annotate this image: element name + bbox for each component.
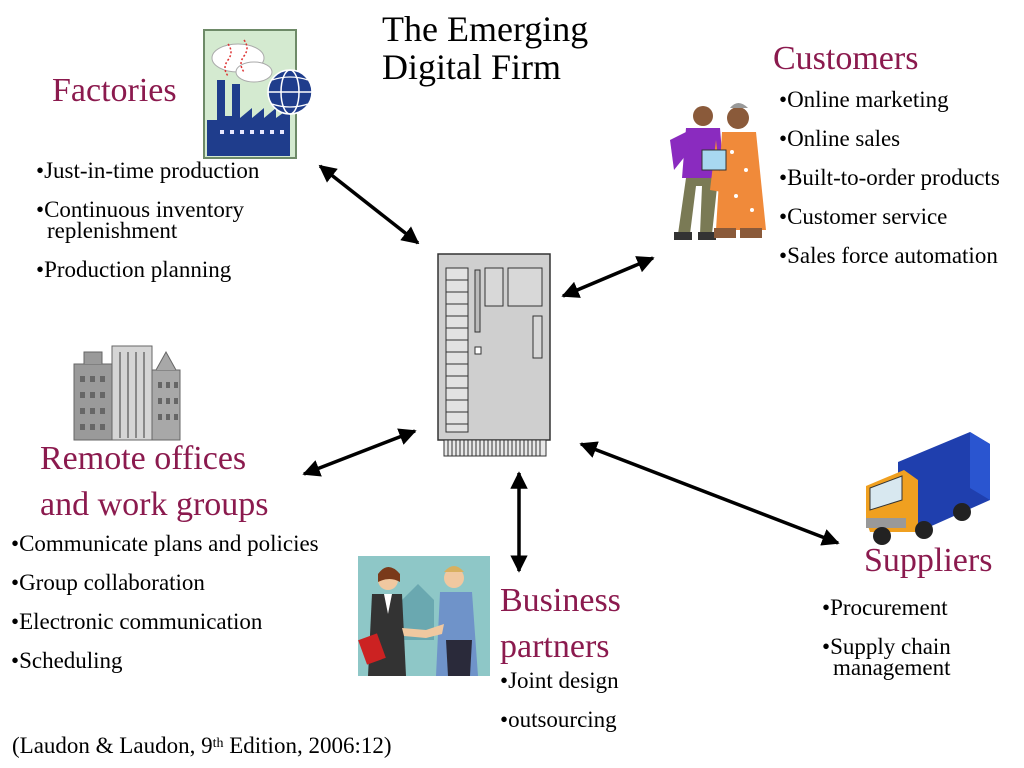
server-icon bbox=[437, 253, 551, 457]
factories-heading: Factories bbox=[52, 72, 177, 109]
suppliers-heading: Suppliers bbox=[864, 542, 993, 579]
factory-icon bbox=[203, 29, 313, 159]
buildings-icon bbox=[73, 345, 181, 441]
remote-offices-heading-line-2: and work groups bbox=[40, 486, 269, 523]
list-item: Sales force automation bbox=[779, 244, 1014, 267]
citation-before: (Laudon & Laudon, 9 bbox=[12, 733, 213, 758]
list-item: Just-in-time production bbox=[36, 159, 326, 182]
remote-offices-heading: Remote offices and work groups bbox=[40, 436, 269, 528]
citation-superscript: th bbox=[212, 736, 224, 751]
business-partners-heading-line-1: Business bbox=[500, 582, 621, 619]
truck-icon bbox=[866, 432, 990, 545]
list-item: Customer service bbox=[779, 205, 1014, 228]
list-item: Procurement bbox=[822, 596, 1012, 619]
list-item: Group collaboration bbox=[11, 571, 331, 594]
business-partners-heading-line-2: partners bbox=[500, 628, 610, 665]
remote-offices-heading-line-1: Remote offices bbox=[40, 440, 247, 477]
list-item: Online marketing bbox=[779, 88, 1014, 111]
list-item: Joint design bbox=[500, 669, 670, 692]
arrow-suppliers bbox=[579, 441, 840, 546]
list-item: Supply chain management bbox=[822, 635, 1012, 679]
customers-heading: Customers bbox=[773, 40, 919, 77]
remote-offices-list: Communicate plans and policies Group col… bbox=[11, 532, 331, 689]
business-partners-list: Joint design outsourcing bbox=[500, 669, 670, 748]
list-item: Online sales bbox=[779, 127, 1014, 150]
arrow-remote bbox=[302, 428, 417, 477]
list-item: outsourcing bbox=[500, 708, 670, 731]
customers-list: Online marketing Online sales Built-to-o… bbox=[779, 88, 1014, 284]
citation: (Laudon & Laudon, 9th Edition, 2006:12) bbox=[12, 732, 392, 760]
arrow-customers bbox=[561, 256, 655, 298]
title-line-1: The Emerging bbox=[382, 9, 589, 49]
list-item: Production planning bbox=[36, 258, 326, 281]
title-line-2: Digital Firm bbox=[382, 47, 561, 87]
page-title: The Emerging Digital Firm bbox=[382, 10, 588, 86]
suppliers-list: Procurement Supply chain management bbox=[822, 596, 1012, 696]
business-partners-heading: Business partners bbox=[500, 578, 621, 670]
list-item: Scheduling bbox=[11, 649, 331, 672]
list-item: Communicate plans and policies bbox=[11, 532, 331, 555]
list-item: Continuous inventory replenishment bbox=[36, 198, 326, 242]
customers-icon bbox=[670, 103, 766, 240]
list-item: Electronic communication bbox=[11, 610, 331, 633]
handshake-icon bbox=[358, 556, 490, 676]
list-item: Built-to-order products bbox=[779, 166, 1014, 189]
citation-after: Edition, 2006:12) bbox=[223, 733, 392, 758]
arrow-factories bbox=[318, 164, 420, 245]
factories-list: Just-in-time production Continuous inven… bbox=[36, 159, 326, 298]
